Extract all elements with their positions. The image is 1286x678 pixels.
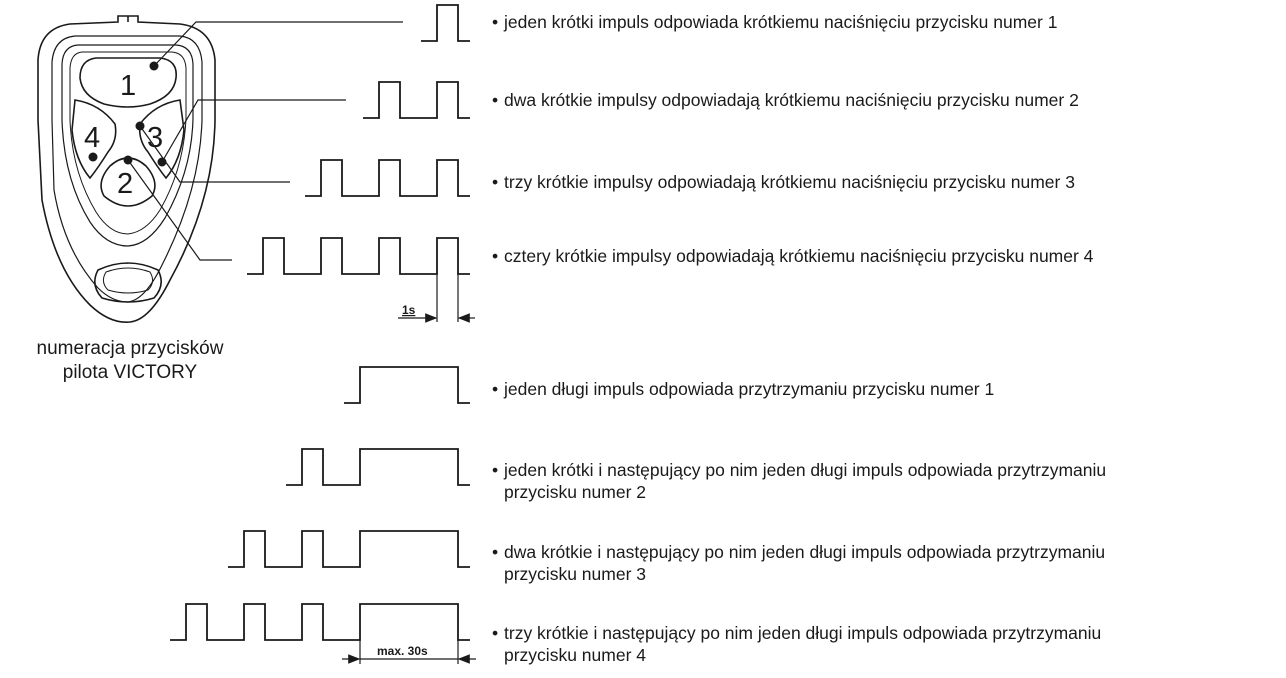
- button-number-1: 1: [120, 70, 136, 102]
- description-8: •trzy krótkie i następujący po nim jeden…: [492, 622, 1101, 666]
- pulse-waveform-1: [421, 4, 470, 42]
- description-5-line-1: jeden długi impuls odpowiada przytrzyman…: [504, 379, 995, 399]
- description-8-line-1: trzy krótkie i następujący po nim jeden …: [504, 623, 1102, 643]
- bullet: •: [492, 12, 499, 32]
- long-pulse-timing: [342, 640, 476, 664]
- remote-bottom-button-outer[interactable]: [94, 262, 162, 303]
- bullet: •: [492, 379, 499, 399]
- description-2-line-1: dwa krótkie impulsy odpowiadają krótkiem…: [504, 90, 1079, 110]
- remote-buttons-frame: [61, 44, 194, 247]
- description-4: •cztery krótkie impulsy odpowiadają krót…: [492, 245, 1093, 267]
- leader-lines: [127, 21, 403, 261]
- pulse-waveform-2: [363, 81, 470, 119]
- button-number-2: 2: [117, 168, 133, 200]
- description-8-line-2: przycisku numer 4: [504, 645, 646, 665]
- pulse-waveform-8: [170, 603, 470, 641]
- button-number-4: 4: [84, 122, 100, 154]
- pulse-waveform-7: [228, 530, 470, 568]
- description-4-line-1: cztery krótkie impulsy odpowiadają krótk…: [504, 246, 1094, 266]
- leader-line-2: [161, 99, 346, 163]
- description-2: •dwa krótkie impulsy odpowiadają krótkie…: [492, 89, 1079, 111]
- button-3-shape[interactable]: [138, 99, 185, 180]
- bullet: •: [492, 623, 499, 643]
- pulse-waveform-3: [305, 159, 470, 197]
- pulse-waveforms: [170, 4, 470, 641]
- button-2-shape[interactable]: [100, 157, 156, 207]
- pulse-waveform-6: [286, 448, 470, 486]
- short-pulse-label: 1s: [402, 303, 416, 317]
- leader-line-4: [127, 159, 232, 261]
- bullet: •: [492, 460, 499, 480]
- bullet: •: [492, 246, 499, 266]
- description-6-line-1: jeden krótki i następujący po nim jeden …: [504, 460, 1107, 480]
- bullet: •: [492, 90, 499, 110]
- description-7-line-1: dwa krótkie i następujący po nim jeden d…: [504, 542, 1106, 562]
- pulse-waveform-4: [247, 237, 470, 275]
- button-4-shape[interactable]: [71, 99, 117, 180]
- remote-buttons-frame-inner: [69, 51, 187, 235]
- short-pulse-timing: [398, 272, 475, 323]
- description-3: •trzy krótkie impulsy odpowiadają krótki…: [492, 171, 1075, 193]
- description-7-line-2: przycisku numer 3: [504, 564, 646, 584]
- pulse-waveform-5: [344, 366, 470, 404]
- button-numbers: 1 4 3 2: [84, 70, 163, 200]
- remote-caption-line-1: numeracja przycisków: [36, 338, 224, 359]
- description-6-line-2: przycisku numer 2: [504, 482, 646, 502]
- button-number-3: 3: [147, 122, 163, 154]
- description-7: •dwa krótkie i następujący po nim jeden …: [492, 541, 1105, 585]
- remote-bottom-button-inner: [102, 267, 154, 294]
- bullet: •: [492, 172, 499, 192]
- remote-body: [37, 15, 216, 323]
- leader-line-3: [139, 125, 290, 183]
- leader-line-1: [153, 21, 403, 67]
- bullet: •: [492, 542, 499, 562]
- description-1: •jeden krótki impuls odpowiada krótkiemu…: [492, 11, 1057, 33]
- description-5: •jeden długi impuls odpowiada przytrzyma…: [492, 378, 994, 400]
- remote-control: [37, 15, 216, 323]
- remote-caption: numeracja przycisków pilota VICTORY: [0, 337, 260, 385]
- description-1-line-1: jeden krótki impuls odpowiada krótkiemu …: [504, 12, 1058, 32]
- remote-caption-line-2: pilota VICTORY: [62, 362, 198, 383]
- description-6: •jeden krótki i następujący po nim jeden…: [492, 459, 1106, 503]
- description-3-line-1: trzy krótkie impulsy odpowiadają krótkie…: [504, 172, 1075, 192]
- button-1-shape[interactable]: [79, 57, 177, 108]
- button-4-dot: [88, 152, 98, 162]
- long-pulse-label: max. 30s: [377, 644, 428, 658]
